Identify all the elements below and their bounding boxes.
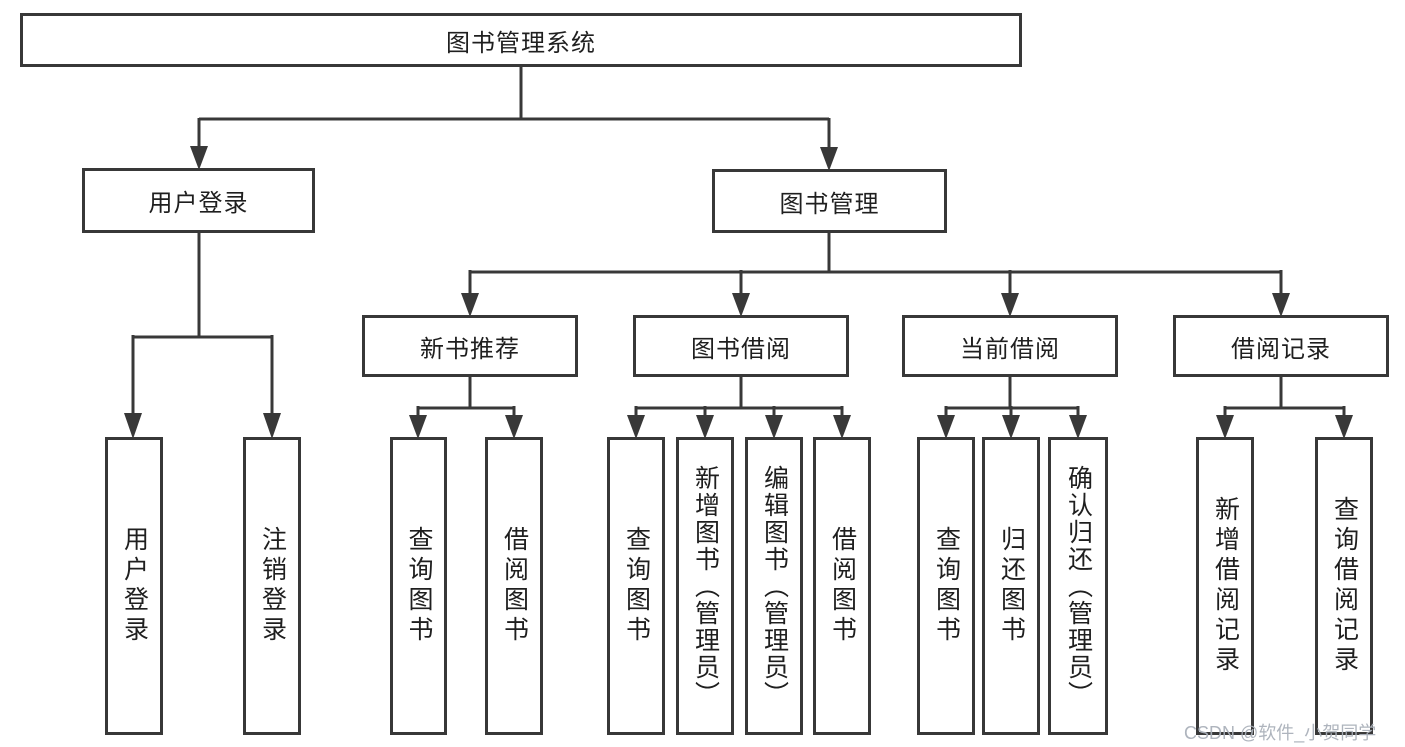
- leaf-logout: 注销登录: [243, 437, 301, 735]
- leaf-current-confirm-return: 确认归还（管理员）: [1048, 437, 1108, 735]
- leaf-borrow-borrow-book: 借阅图书: [813, 437, 871, 735]
- arrowhead-icons: [124, 146, 1353, 439]
- node-root: 图书管理系统: [20, 13, 1022, 67]
- node-book-borrow: 图书借阅: [633, 315, 849, 377]
- node-book-management-label: 图书管理: [779, 190, 880, 218]
- node-current-borrow-label: 当前借阅: [960, 335, 1060, 363]
- node-book-management: 图书管理: [712, 169, 947, 233]
- leaf-user-login-label: 用户登录: [120, 526, 149, 646]
- leaf-records-add-label: 新增借阅记录: [1211, 496, 1240, 676]
- leaf-newbooks-borrow: 借阅图书: [485, 437, 543, 735]
- leaf-borrow-query-label: 查询图书: [622, 526, 651, 646]
- leaf-logout-label: 注销登录: [258, 526, 287, 646]
- csdn-watermark: CSDN @软件_小贺同学: [1184, 723, 1377, 743]
- leaf-current-return-label: 归还图书: [997, 526, 1026, 646]
- node-user-login: 用户登录: [82, 168, 315, 233]
- leaf-current-query: 查询图书: [917, 437, 975, 735]
- node-borrow-records: 借阅记录: [1173, 315, 1389, 377]
- node-new-book-recommend: 新书推荐: [362, 315, 578, 377]
- leaf-newbooks-borrow-label: 借阅图书: [500, 526, 529, 646]
- leaf-records-query: 查询借阅记录: [1315, 437, 1373, 735]
- leaf-newbooks-query-label: 查询图书: [405, 526, 433, 646]
- node-borrow-records-label: 借阅记录: [1231, 335, 1331, 363]
- leaf-borrow-query: 查询图书: [607, 437, 665, 735]
- leaf-records-query-label: 查询借阅记录: [1330, 496, 1359, 676]
- leaf-records-add: 新增借阅记录: [1196, 437, 1254, 735]
- leaf-current-query-label: 查询图书: [932, 526, 961, 646]
- leaf-borrow-add-book-label: 新增图书（管理员）: [691, 464, 720, 708]
- leaf-borrow-edit-book-label: 编辑图书（管理员）: [760, 464, 789, 708]
- node-user-login-label: 用户登录: [148, 190, 249, 217]
- leaf-user-login: 用户登录: [105, 437, 163, 735]
- leaf-current-return: 归还图书: [982, 437, 1040, 735]
- leaf-current-confirm-return-label: 确认归还（管理员）: [1064, 464, 1093, 708]
- node-book-borrow-label: 图书借阅: [691, 335, 791, 363]
- leaf-borrow-add-book: 新增图书（管理员）: [676, 437, 734, 735]
- node-new-book-recommend-label: 新书推荐: [420, 335, 520, 363]
- leaf-borrow-edit-book: 编辑图书（管理员）: [745, 437, 803, 735]
- leaf-borrow-borrow-book-label: 借阅图书: [828, 526, 857, 646]
- node-current-borrow: 当前借阅: [902, 315, 1118, 377]
- node-root-label: 图书管理系统: [446, 29, 596, 57]
- leaf-newbooks-query: 查询图书: [390, 437, 447, 735]
